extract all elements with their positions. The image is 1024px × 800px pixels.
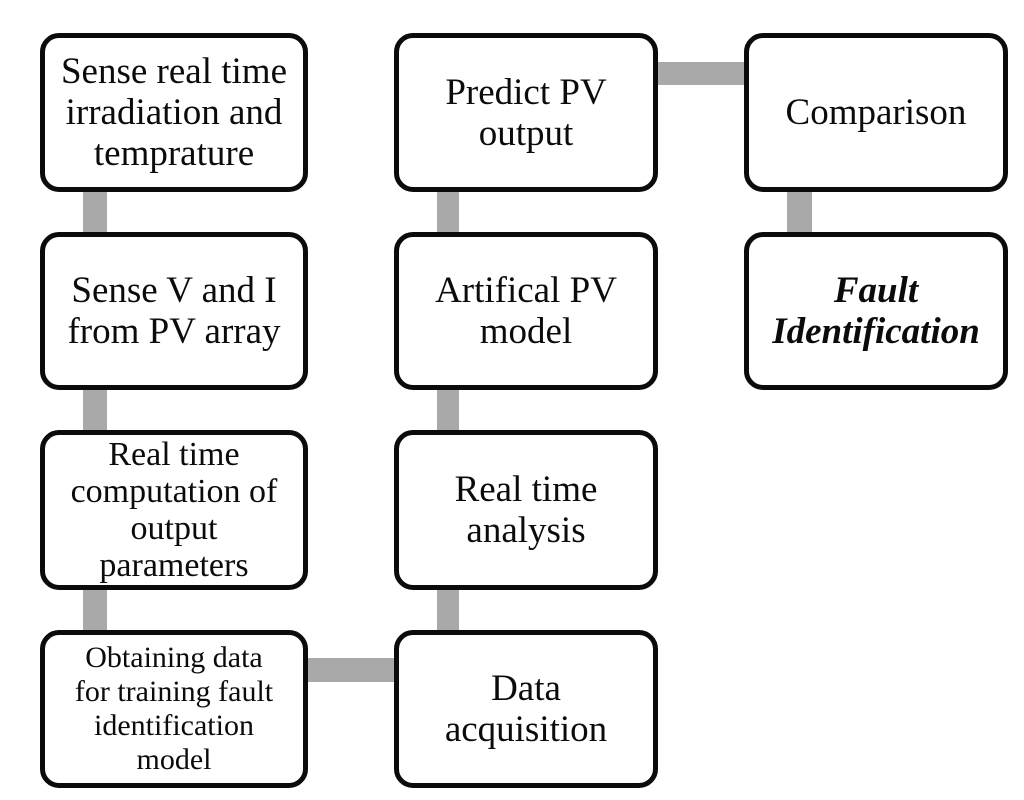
box-real-time-analysis-label: Real time analysis: [454, 469, 598, 551]
connector-predict-pv-output-to-comparison: [646, 62, 752, 85]
connector-artifical-pv-model-to-predict-pv-output: [437, 186, 459, 238]
box-sense-v-i: Sense V and I from PV array: [40, 232, 308, 390]
box-predict-pv-output-label: Predict PV output: [445, 71, 607, 154]
connector-obtaining-data-to-data-acquisition: [296, 658, 402, 682]
connector-sense-irradiation-to-sense-v-i: [83, 186, 107, 238]
box-fault-identification-label: Fault Identification: [772, 270, 980, 352]
box-data-acquisition: Data acquisition: [394, 630, 658, 788]
box-sense-irradiation-label: Sense real time irradiation and tempratu…: [60, 51, 288, 174]
box-obtaining-data: Obtaining data for training fault identi…: [40, 630, 308, 788]
box-sense-v-i-label: Sense V and I from PV array: [67, 270, 281, 352]
box-real-time-computation-label: Real time computation of output paramete…: [70, 436, 278, 584]
box-artifical-pv-model: Artifical PV model: [394, 232, 658, 390]
box-fault-identification: Fault Identification: [744, 232, 1008, 390]
connector-real-time-analysis-to-artifical-pv-model: [437, 384, 459, 436]
connector-real-time-computation-to-obtaining-data: [83, 584, 107, 636]
box-obtaining-data-label: Obtaining data for training fault identi…: [74, 641, 274, 776]
box-comparison-label: Comparison: [785, 92, 967, 133]
connector-comparison-to-fault-identification: [787, 186, 812, 238]
box-sense-irradiation: Sense real time irradiation and tempratu…: [40, 33, 308, 192]
box-real-time-analysis: Real time analysis: [394, 430, 658, 590]
connector-sense-v-i-to-real-time-computation: [83, 384, 107, 436]
box-artifical-pv-model-label: Artifical PV model: [435, 270, 617, 352]
box-real-time-computation: Real time computation of output paramete…: [40, 430, 308, 590]
box-comparison: Comparison: [744, 33, 1008, 192]
box-predict-pv-output: Predict PV output: [394, 33, 658, 192]
connector-data-acquisition-to-real-time-analysis: [437, 584, 459, 636]
box-data-acquisition-label: Data acquisition: [444, 668, 608, 750]
